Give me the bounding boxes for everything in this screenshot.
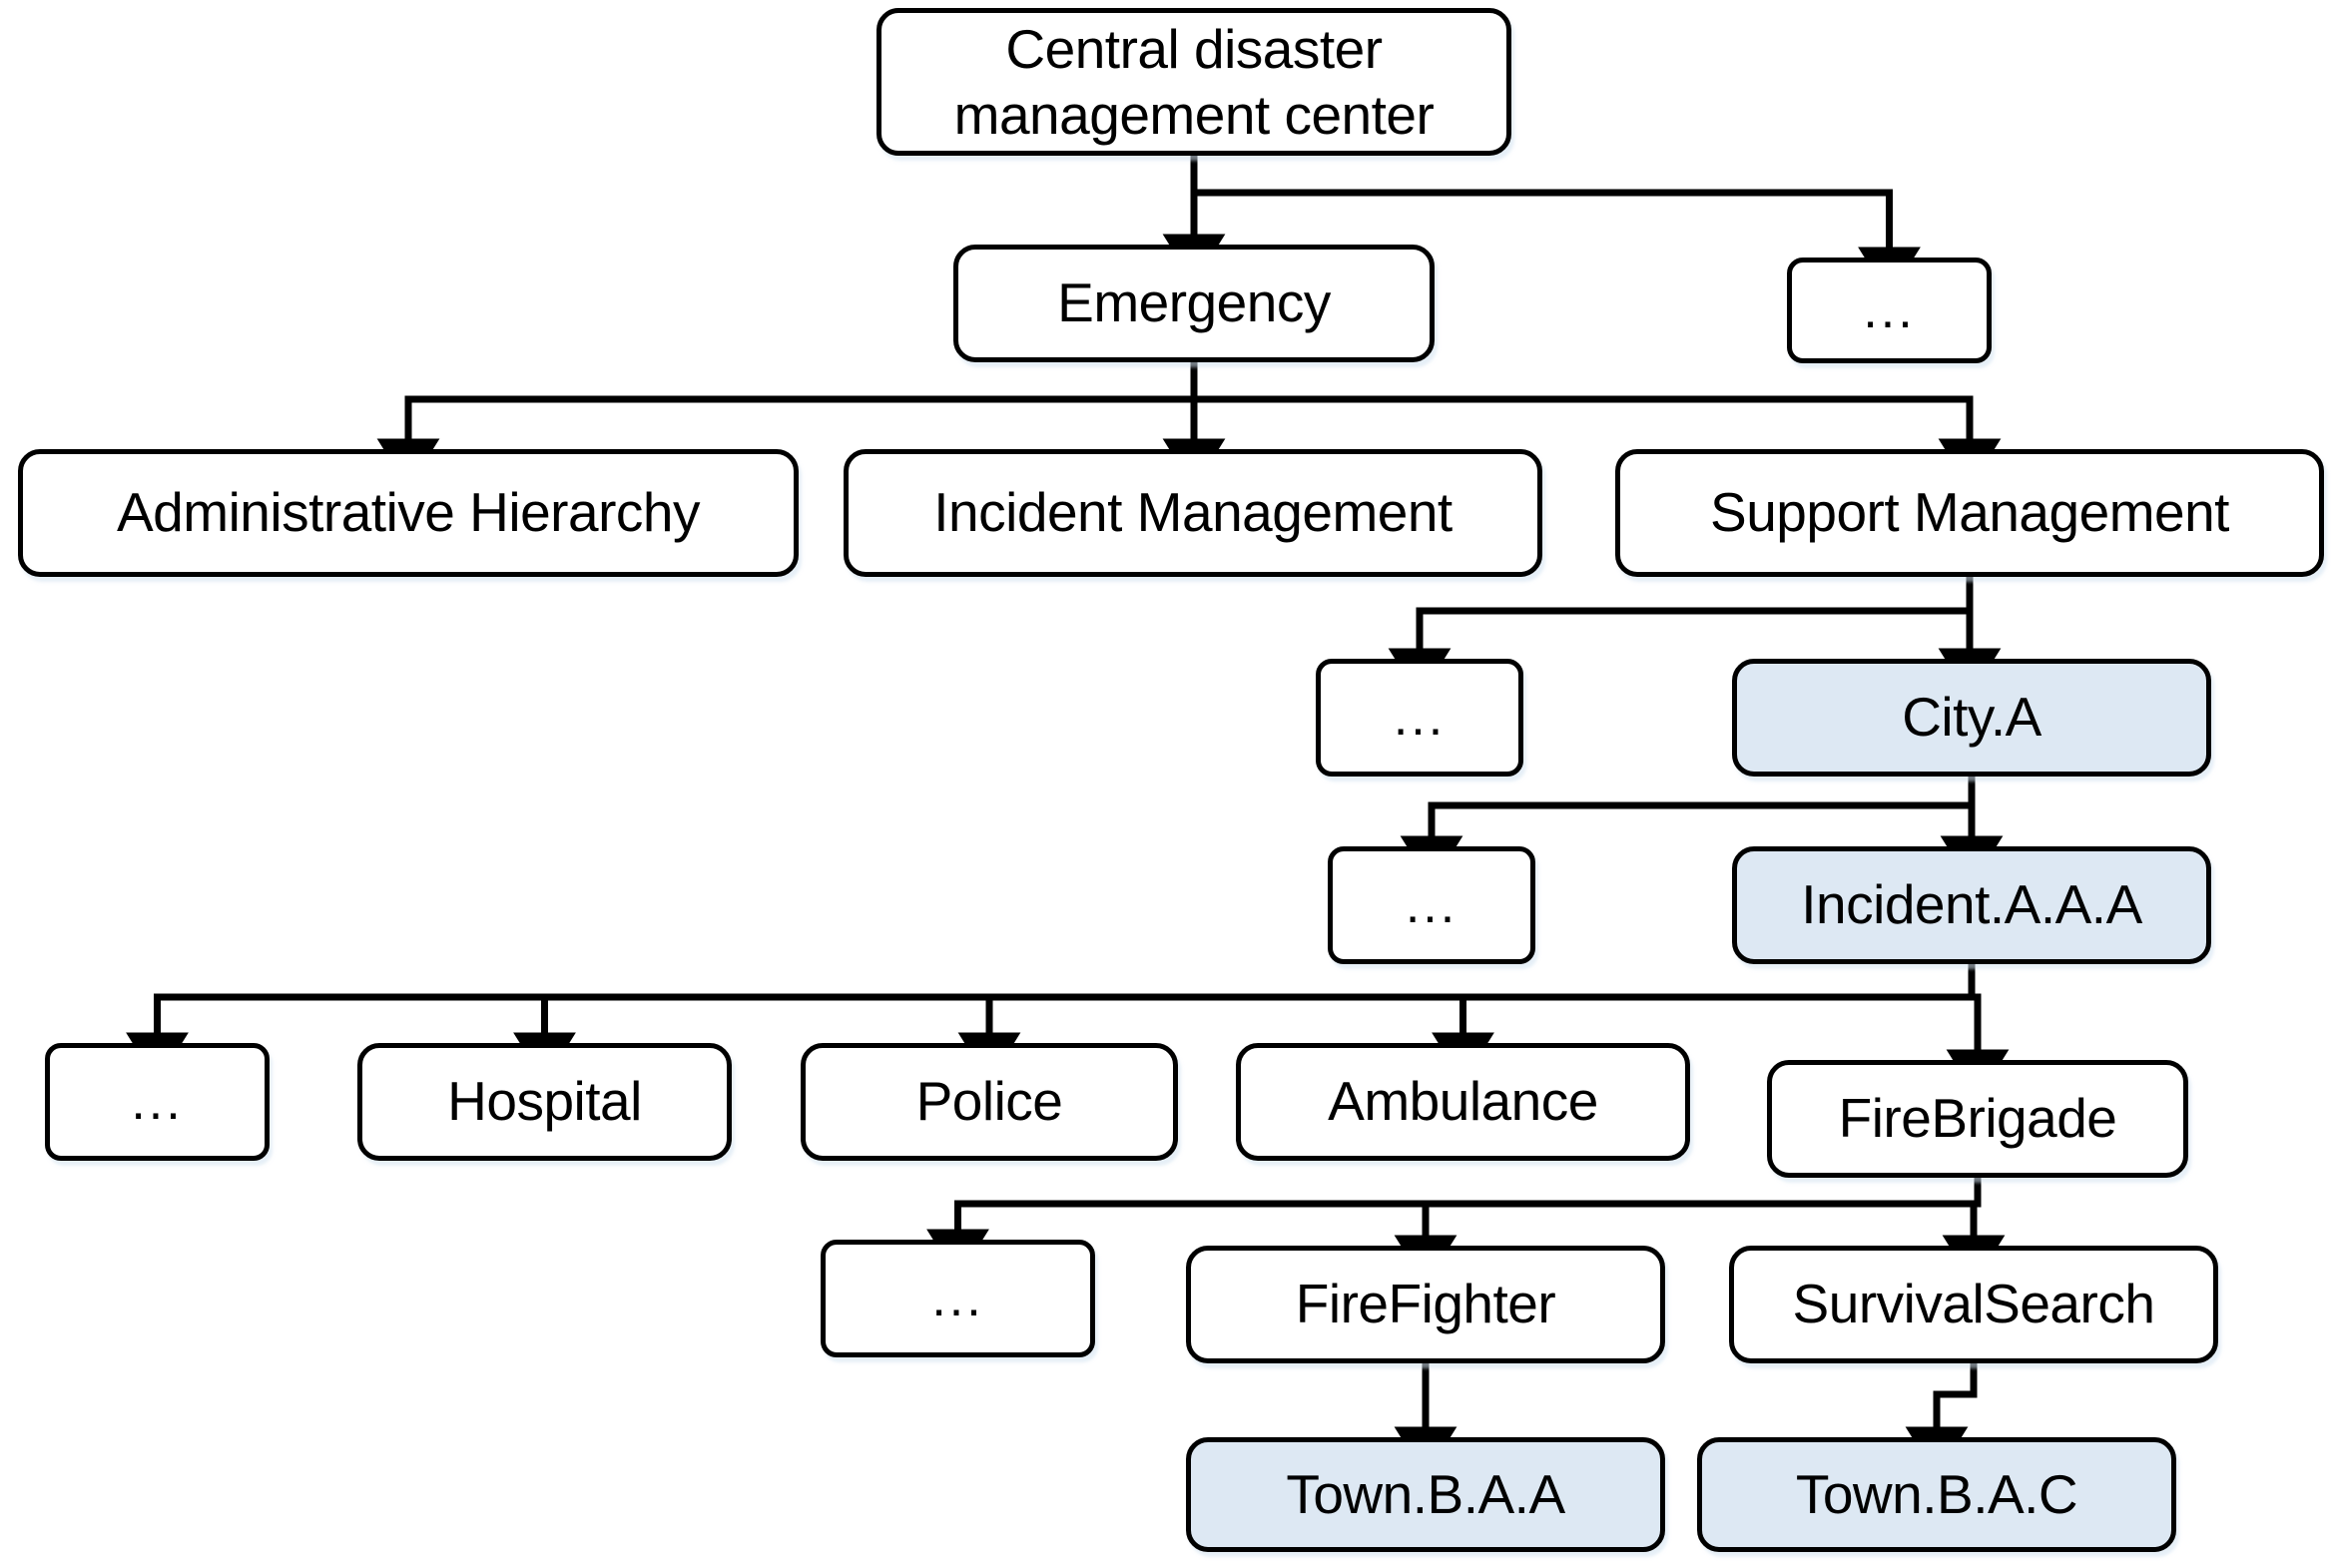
node-dots-support[interactable]: ... (1316, 659, 1523, 777)
edge-support-mgmt-to-dots-support (1388, 577, 1974, 699)
node-support-mgmt[interactable]: Support Management (1615, 449, 2324, 577)
edge-emergency-to-admin (376, 362, 1198, 489)
edge-firebrigade-to-survivalsearch (1942, 1178, 2006, 1286)
node-hospital[interactable]: Hospital (357, 1043, 732, 1161)
node-city-a[interactable]: City.A (1732, 659, 2211, 777)
edge-incident-aaa-to-dots-incident (126, 964, 1976, 1083)
node-survivalsearch[interactable]: SurvivalSearch (1729, 1246, 2218, 1363)
edge-incident-aaa-to-police (957, 964, 1976, 1083)
node-firefighter[interactable]: FireFighter (1186, 1246, 1665, 1363)
node-incident-mgmt[interactable]: Incident Management (844, 449, 1542, 577)
edge-survivalsearch-to-town-bac (1905, 1363, 1978, 1477)
node-emergency[interactable]: Emergency (953, 245, 1435, 362)
node-dots-fire[interactable]: ... (821, 1240, 1095, 1357)
node-firebrigade[interactable]: FireBrigade (1767, 1060, 2188, 1178)
node-admin[interactable]: Administrative Hierarchy (18, 449, 799, 577)
node-ambulance[interactable]: Ambulance (1236, 1043, 1690, 1161)
edge-incident-aaa-to-hospital (513, 964, 1976, 1083)
edge-incident-aaa-to-ambulance (1432, 964, 1976, 1083)
node-town-bac[interactable]: Town.B.A.C (1697, 1437, 2176, 1552)
node-dots-city[interactable]: ... (1328, 846, 1535, 964)
node-police[interactable]: Police (801, 1043, 1178, 1161)
edge-root-to-dots-root (1190, 156, 1921, 297)
node-dots-root[interactable]: ... (1787, 258, 1992, 363)
node-root[interactable]: Central disaster management center (876, 8, 1511, 156)
node-town-baa[interactable]: Town.B.A.A (1186, 1437, 1665, 1552)
node-dots-incident[interactable]: ... (45, 1043, 270, 1161)
edge-city-a-to-dots-city (1400, 777, 1976, 886)
node-incident-aaa[interactable]: Incident.A.A.A (1732, 846, 2211, 964)
edge-incident-aaa-to-firebrigade (1946, 964, 2010, 1100)
edge-firebrigade-to-dots-fire (926, 1178, 1982, 1280)
edge-firebrigade-to-firefighter (1394, 1178, 1982, 1286)
edge-emergency-to-support-mgmt (1190, 362, 2002, 489)
